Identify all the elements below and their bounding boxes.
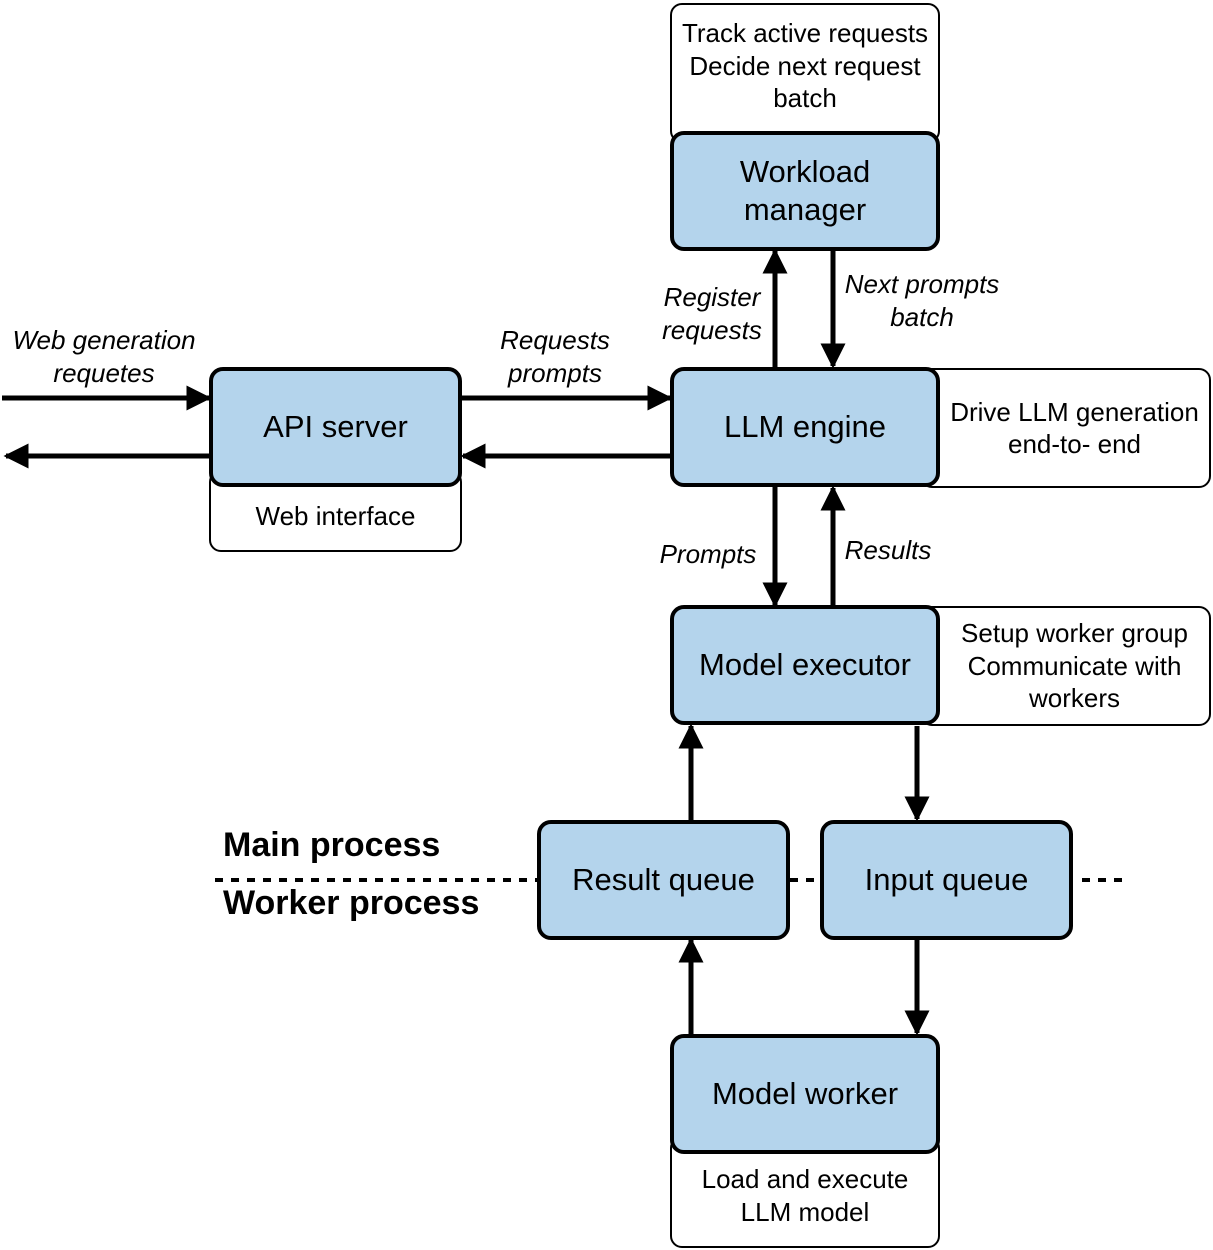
api-server-label: API server [263,409,408,445]
model-executor-note-text: Setup worker group Communicate with work… [961,618,1188,714]
requests-prompts-label: Requests prompts [500,325,610,388]
api-server-box: API server [209,367,462,487]
model-worker-note: Load and execute LLM model [670,1136,940,1248]
prompts-label: Prompts [659,539,757,569]
model-worker-box: Model worker [670,1034,940,1154]
next-prompts-batch-label: Next prompts batch [844,269,1000,332]
worker-process-label: Worker process [223,884,480,922]
input-queue-box: Input queue [820,820,1073,940]
input-queue-label: Input queue [864,862,1029,898]
model-worker-label: Model worker [711,1076,899,1112]
llm-engine-note: Drive LLM generation end-to- end [920,368,1211,488]
workload-manager-box: Workload manager [670,131,940,251]
main-process-label: Main process [223,826,441,864]
result-queue-box: Result queue [537,820,790,940]
model-executor-label: Model executor [699,647,911,683]
api-server-note-text: Web interface [255,500,416,531]
result-queue-label: Result queue [572,862,755,898]
llm-engine-note-text: Drive LLM generation end-to- end [950,396,1199,460]
llm-engine-label: LLM engine [723,409,886,445]
model-worker-note-text: Load and execute LLM model [701,1164,909,1227]
register-requests-label: Register requests [662,282,762,345]
model-executor-box: Model executor [670,605,940,725]
workload-manager-note-text: Track active requests Decide next reques… [681,18,929,113]
web-requests-label: Web generation requetes [12,325,196,388]
workload-manager-label: Workload manager [739,154,871,227]
model-executor-note: Setup worker group Communicate with work… [920,606,1211,726]
results-label: Results [844,535,932,565]
workload-manager-note: Track active requests Decide next reques… [670,3,940,143]
llm-engine-box: LLM engine [670,367,940,487]
